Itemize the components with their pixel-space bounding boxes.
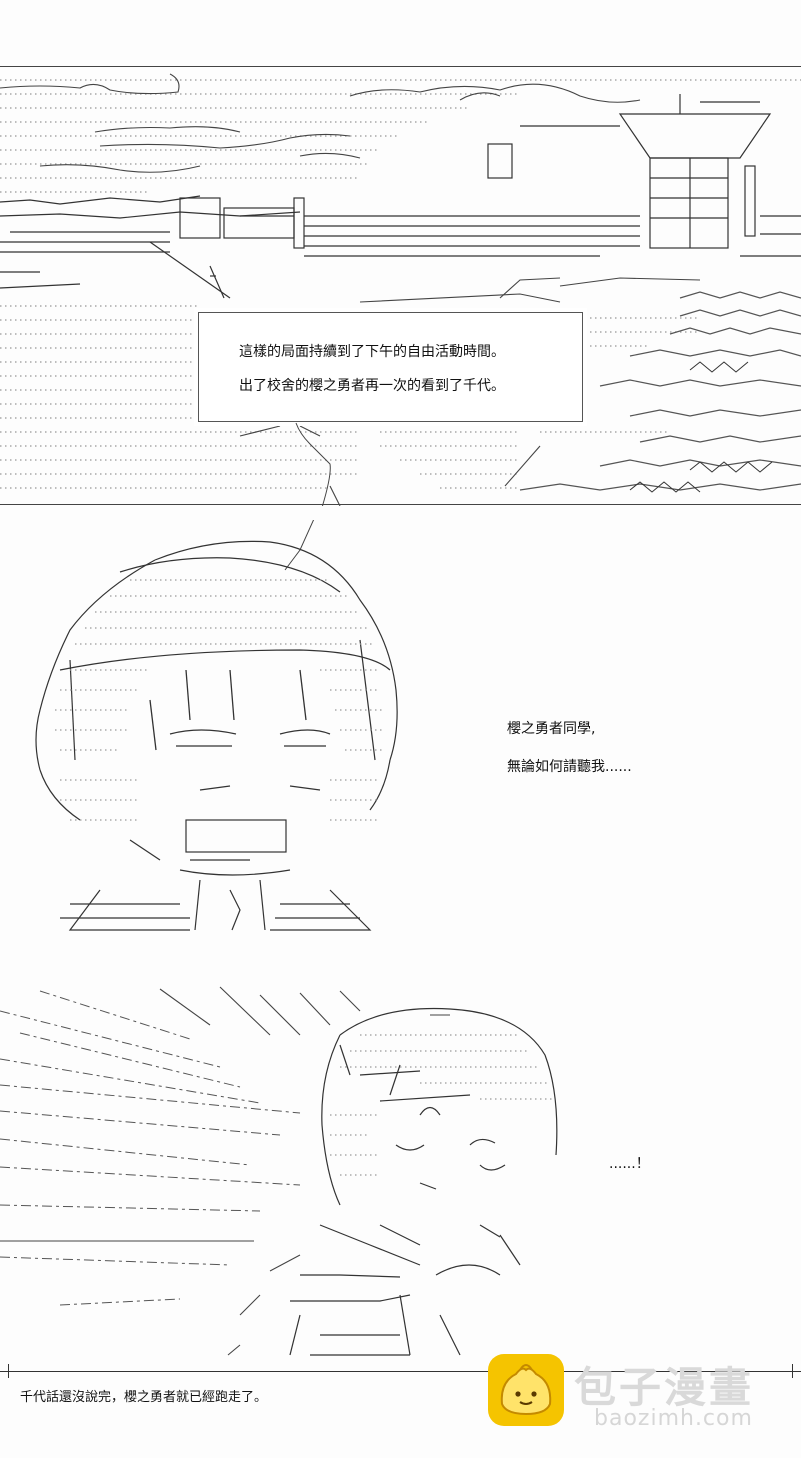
baozi-logo-icon: [488, 1354, 564, 1426]
narration-caption-box: 這樣的局面持續到了下午的自由活動時間。 出了校舍的櫻之勇者再一次的看到了千代。: [198, 312, 583, 422]
scenery-art: [0, 73, 801, 506]
footer-divider: [0, 1371, 801, 1372]
footer-tick-left: [8, 1364, 9, 1378]
character-chiyo-art: [35, 520, 398, 931]
panel-speaker: 櫻之勇者同學, 無論如何請聽我......: [0, 520, 801, 940]
speedlines-and-character-art: [0, 986, 558, 1356]
panel-border-top: [0, 66, 801, 67]
panel-border-bottom: [0, 504, 801, 505]
watermark-url: baozimh.com: [594, 1406, 753, 1431]
footer-tick-right: [792, 1364, 793, 1378]
footer-narration: 千代話還沒說完，櫻之勇者就已經跑走了。: [20, 1390, 268, 1405]
dialog-line-2: 無論如何請聽我......: [507, 759, 632, 775]
panel-running-away: ......！: [0, 975, 801, 1370]
caption-line-1: 這樣的局面持續到了下午的自由活動時間。: [239, 344, 505, 360]
reaction-text: ......！: [609, 1156, 650, 1172]
watermark-brand: 包子漫畫: [574, 1363, 755, 1412]
dialog-line-1: 櫻之勇者同學,: [507, 721, 596, 737]
panel-scenery: 這樣的局面持續到了下午的自由活動時間。 出了校舍的櫻之勇者再一次的看到了千代。: [0, 66, 801, 506]
caption-line-2: 出了校舍的櫻之勇者再一次的看到了千代。: [239, 378, 505, 394]
